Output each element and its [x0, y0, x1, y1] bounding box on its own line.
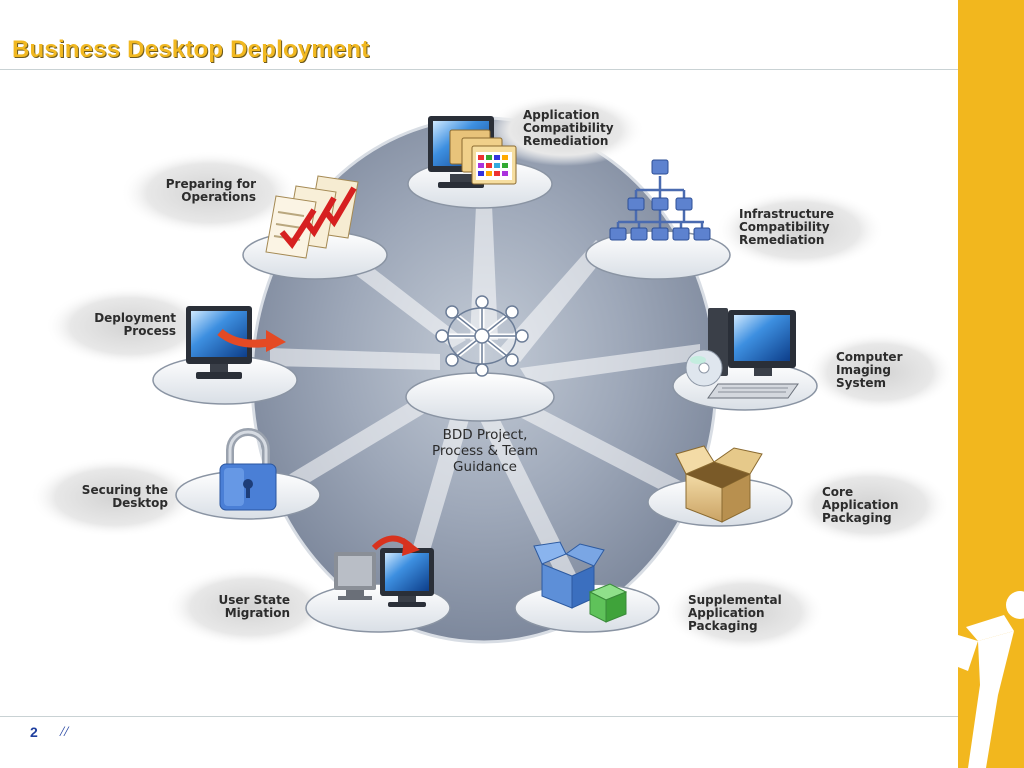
runner-logo-icon [958, 591, 1024, 768]
title-divider [0, 69, 958, 70]
label-computer-imaging: Computer Imaging System [836, 350, 903, 390]
monitor-windows-icon [428, 116, 517, 188]
computer-cd-icon [685, 308, 799, 399]
label-deployment-process: Deployment Process [94, 311, 176, 338]
label-preparing-operations: Preparing for Operations [165, 177, 256, 204]
boxes-icon [533, 541, 628, 623]
label-securing-desktop: Securing the Desktop [81, 483, 168, 510]
open-box-icon [675, 445, 763, 523]
padlock-icon [219, 428, 277, 511]
monitors-migrate-icon [334, 535, 434, 607]
slide-title: Business Desktop Deployment [12, 36, 370, 63]
footer-divider [0, 716, 958, 717]
label-application-compatibility: Application Compatibility Remediation [523, 108, 614, 148]
label-user-state-migration: User State Migration [218, 593, 290, 620]
network-tree-icon [609, 159, 711, 241]
checklist-icon [265, 175, 359, 259]
footer-mark: // [60, 724, 69, 740]
label-infrastructure-compatibility: Infrastructure Compatibility Remediation [739, 207, 835, 247]
center-label: BDD Project, Process & Team Guidance [431, 427, 538, 475]
label-core-packaging: Core Application Packaging [822, 485, 899, 525]
hub-network-icon [435, 295, 529, 377]
label-halos [30, 94, 955, 652]
label-supplemental-packaging: Supplemental Application Packaging [688, 593, 782, 633]
page-number: 2 [30, 724, 38, 740]
monitor-arrow-icon [186, 306, 286, 379]
